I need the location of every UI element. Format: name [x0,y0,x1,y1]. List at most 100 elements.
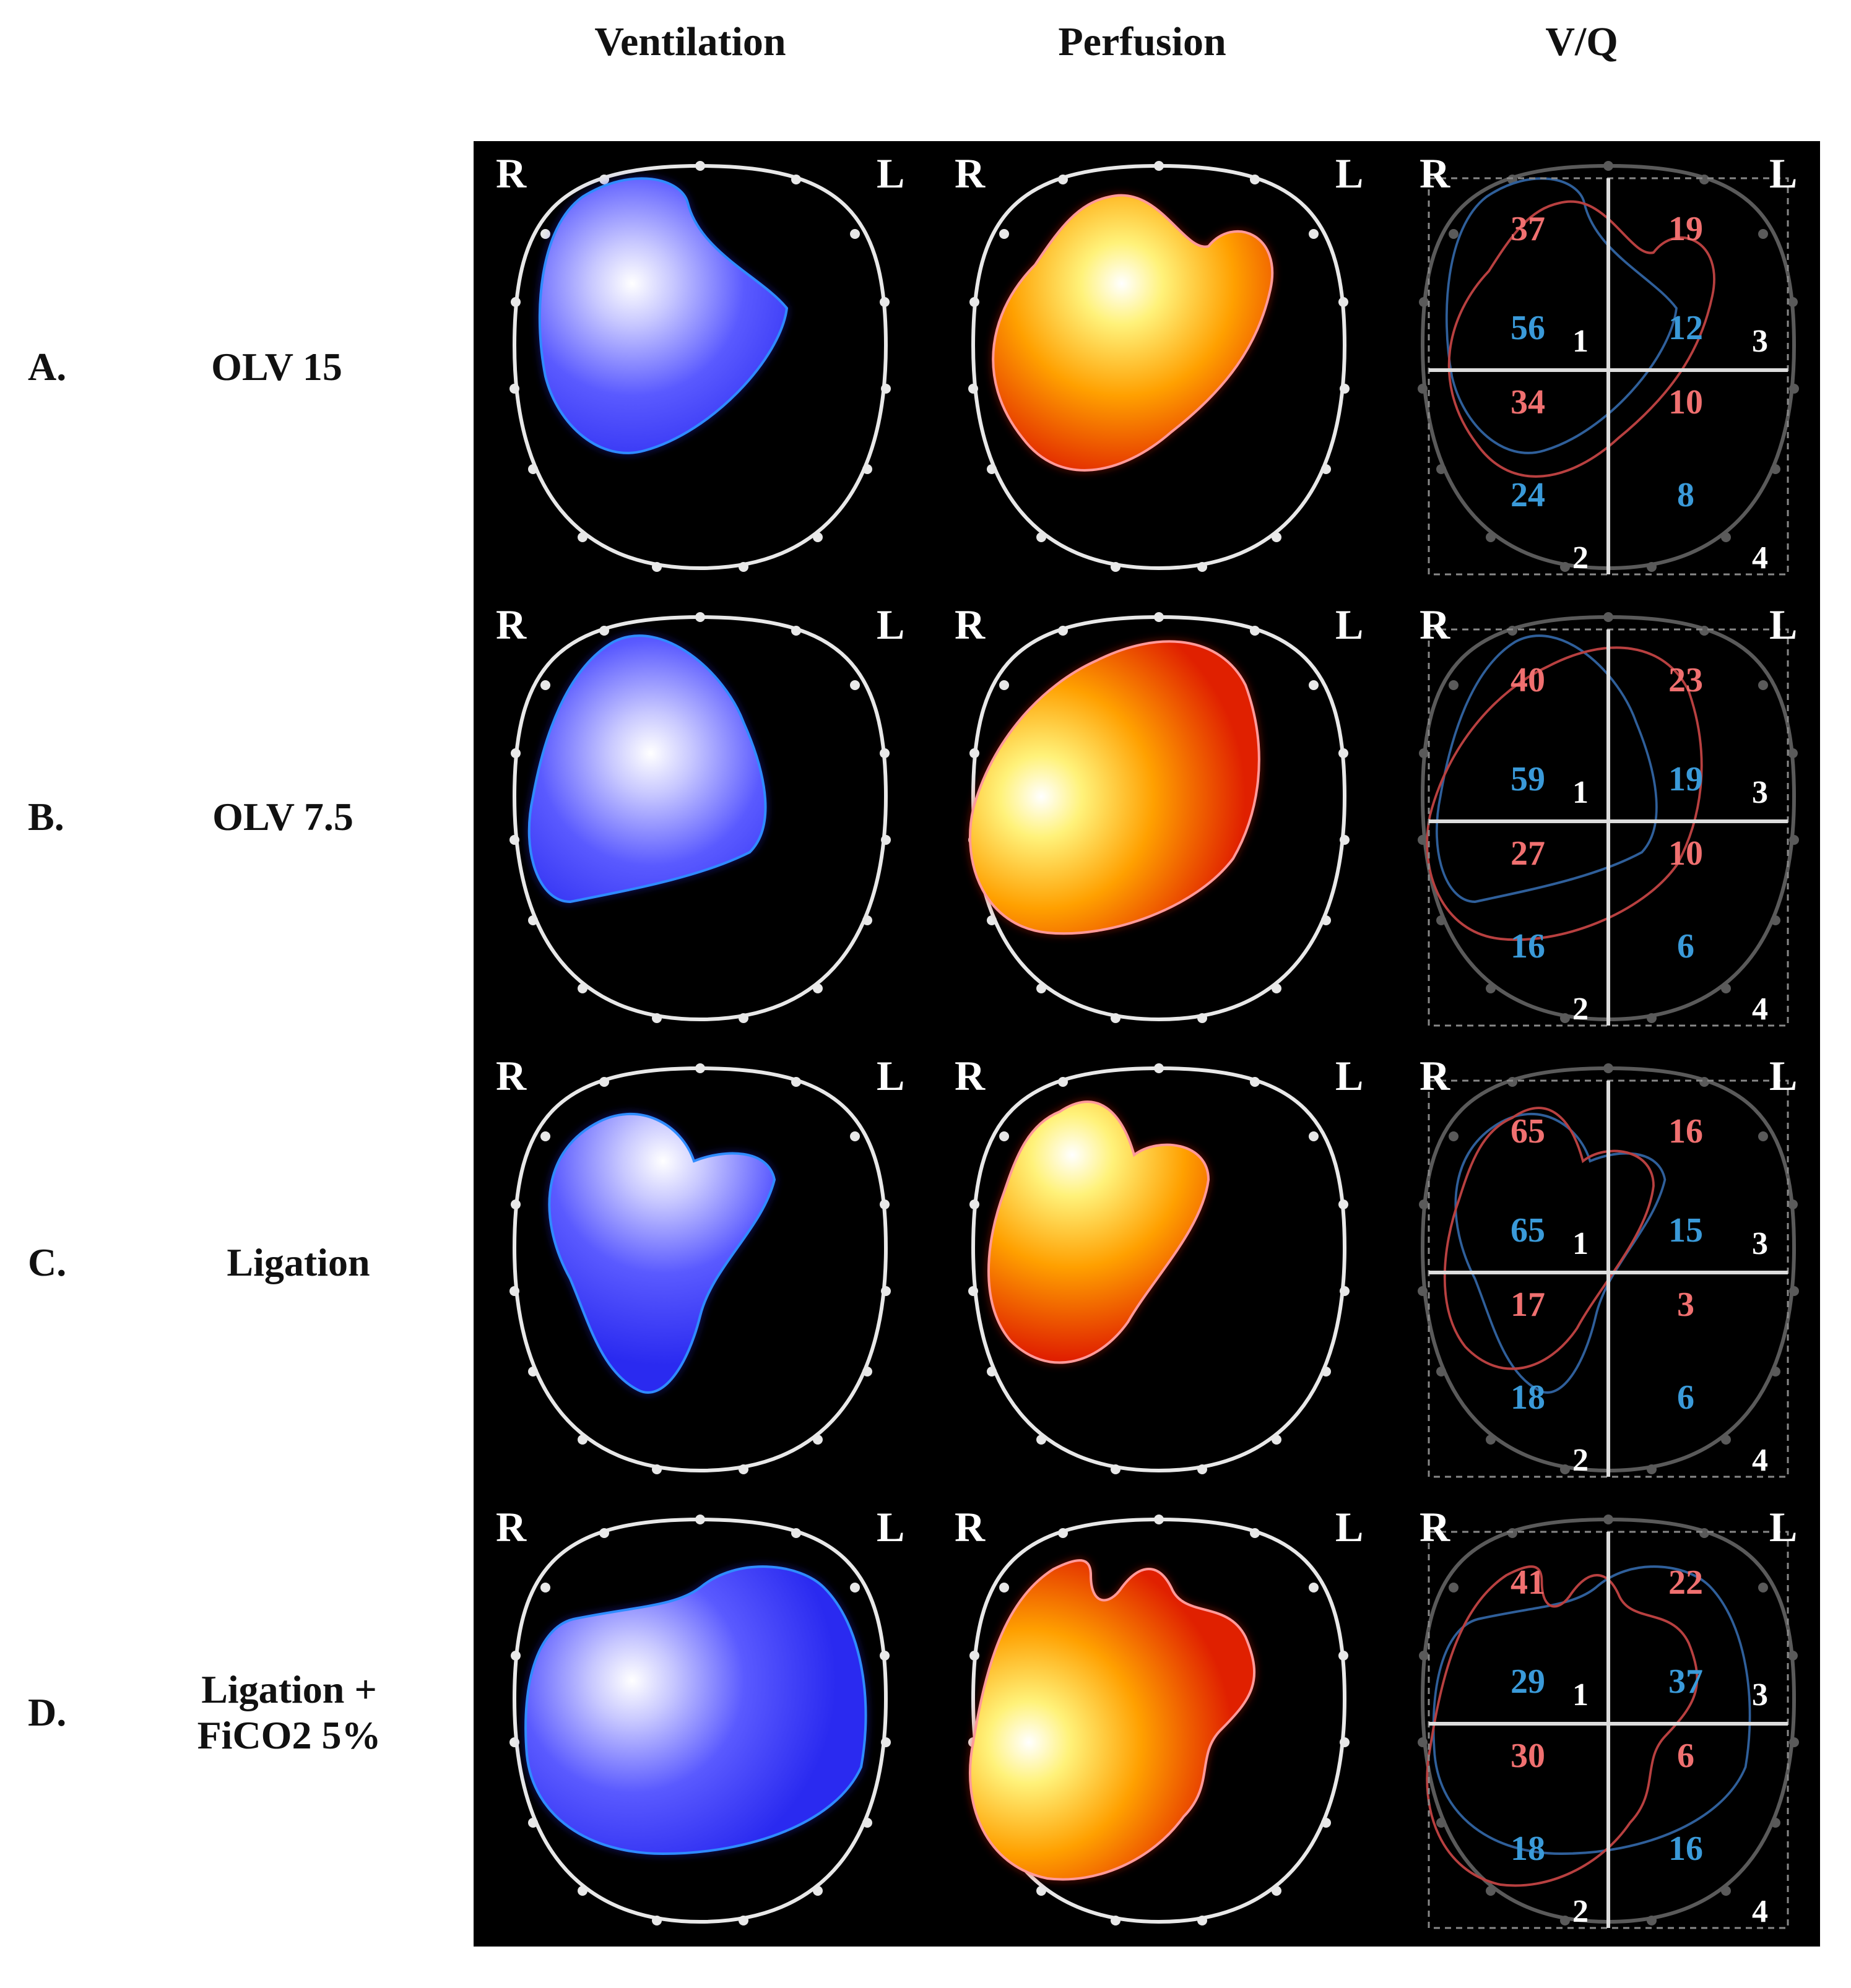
electrode-dot [1111,562,1121,572]
orientation-right-label: R [496,150,527,197]
electrode-dot [999,229,1009,239]
vq-q3-perfusion-value: 23 [1668,661,1703,699]
vq-q4-perfusion-value: 10 [1668,834,1703,873]
electrode-dot [695,612,705,622]
electrode-dot [511,297,521,307]
electrode-dot [850,680,860,690]
thorax-outline [512,615,888,1022]
electrode-dot [1721,1435,1731,1445]
ventilation-contour [1436,634,1658,904]
quadrant-number-4: 4 [1752,1443,1768,1478]
electrode-dot [1758,1583,1768,1593]
orientation-right-label: R [1420,601,1450,648]
electrode-dot [1058,1077,1068,1087]
electrode-dot [509,1737,519,1747]
electrode-dot [528,1367,538,1376]
quadrant-number-3: 3 [1752,1677,1768,1713]
electrode-dot [1647,1464,1657,1474]
electrode-dot [850,1583,860,1593]
vq-q3-perfusion-value: 16 [1668,1112,1703,1151]
vq-q1-perfusion-value: 65 [1511,1112,1545,1151]
electrode-dot [999,680,1009,690]
electrode-dot [695,1515,705,1524]
quadrant-number-2: 2 [1572,540,1589,576]
electrode-dot [1758,1131,1768,1141]
electrode-dot [599,175,609,184]
electrode-dot [739,562,748,572]
electrode-dot [1507,626,1517,636]
electrode-dot [578,1886,587,1896]
electrode-dot [1507,1077,1517,1087]
electrode-dot [1603,161,1613,171]
electrode-dot [1197,1464,1207,1474]
electrode-dot [1771,1818,1780,1828]
row-label-b: OLV 7.5 [212,795,353,839]
electrode-dot [881,835,891,845]
electrode-dot [1272,983,1281,993]
orientation-right-label: R [955,1503,986,1550]
electrode-dot [1758,229,1768,239]
quadrant-number-2: 2 [1572,1894,1589,1929]
electrode-dot [1486,1886,1496,1896]
vq-q1-ventilation-value: 59 [1511,760,1545,798]
ventilation-distribution [524,1565,867,1856]
electrode-dot [1338,1199,1348,1209]
electrode-dot [999,1131,1009,1141]
vq-q1-ventilation-value: 56 [1511,309,1545,347]
electrode-dot [1699,1077,1709,1087]
electrode-dot [987,1367,997,1376]
vq-q2-ventilation-value: 24 [1511,476,1545,514]
orientation-left-label: L [1335,150,1363,197]
electrode-dot [599,626,609,636]
ventilation-contour [1445,177,1678,454]
electrode-dot [1647,1013,1657,1023]
quadrant-number-3: 3 [1752,324,1768,359]
electrode-dot [1338,1651,1348,1661]
electrode-dot [1111,1916,1121,1925]
quadrant-number-1: 1 [1572,1226,1589,1261]
electrode-dot [1418,1286,1428,1296]
electrode-dot [1449,680,1459,690]
electrode-dot [511,748,521,758]
electrode-dot [599,1077,609,1087]
vq-q1-ventilation-value: 65 [1511,1211,1545,1250]
vq-q4-perfusion-value: 10 [1668,383,1703,421]
electrode-dot [1309,1131,1319,1141]
electrode-dot [999,1583,1009,1593]
column-header-vq: V/Q [1545,19,1618,64]
electrode-dot [1111,1464,1121,1474]
electrode-dot [695,1063,705,1073]
row-letter-c: C. [28,1240,67,1284]
electrode-dot [862,464,872,474]
electrode-dot [1418,835,1428,845]
electrode-dot [1272,1435,1281,1445]
vq-q3-ventilation-value: 12 [1668,309,1703,347]
quadrant-number-3: 3 [1752,1226,1768,1261]
ventilation-distribution [538,177,789,454]
electrode-dot [1721,1886,1731,1896]
electrode-dot [509,835,519,845]
electrode-dot [791,175,801,184]
electrode-dot [1486,983,1496,993]
electrode-dot [1272,532,1281,542]
electrode-dot [1771,915,1780,925]
thorax-outline [971,615,1347,1022]
electrode-dot [1603,1515,1613,1524]
electrode-dot [968,384,978,394]
quadrant-number-3: 3 [1752,775,1768,810]
electrode-dot [1721,532,1731,542]
electrode-dot [1560,1916,1570,1925]
electrode-dot [791,1528,801,1538]
orientation-left-label: L [1335,1052,1363,1099]
quadrant-number-4: 4 [1752,1894,1768,1929]
orientation-left-label: L [1335,1503,1363,1550]
electrode-dot [540,680,550,690]
electrode-dot [652,1916,662,1925]
electrode-dot [528,915,538,925]
electrode-dot [1789,1737,1799,1747]
column-header-ventilation: Ventilation [594,19,786,64]
electrode-dot [1154,612,1164,622]
perfusion-distribution [992,194,1274,472]
